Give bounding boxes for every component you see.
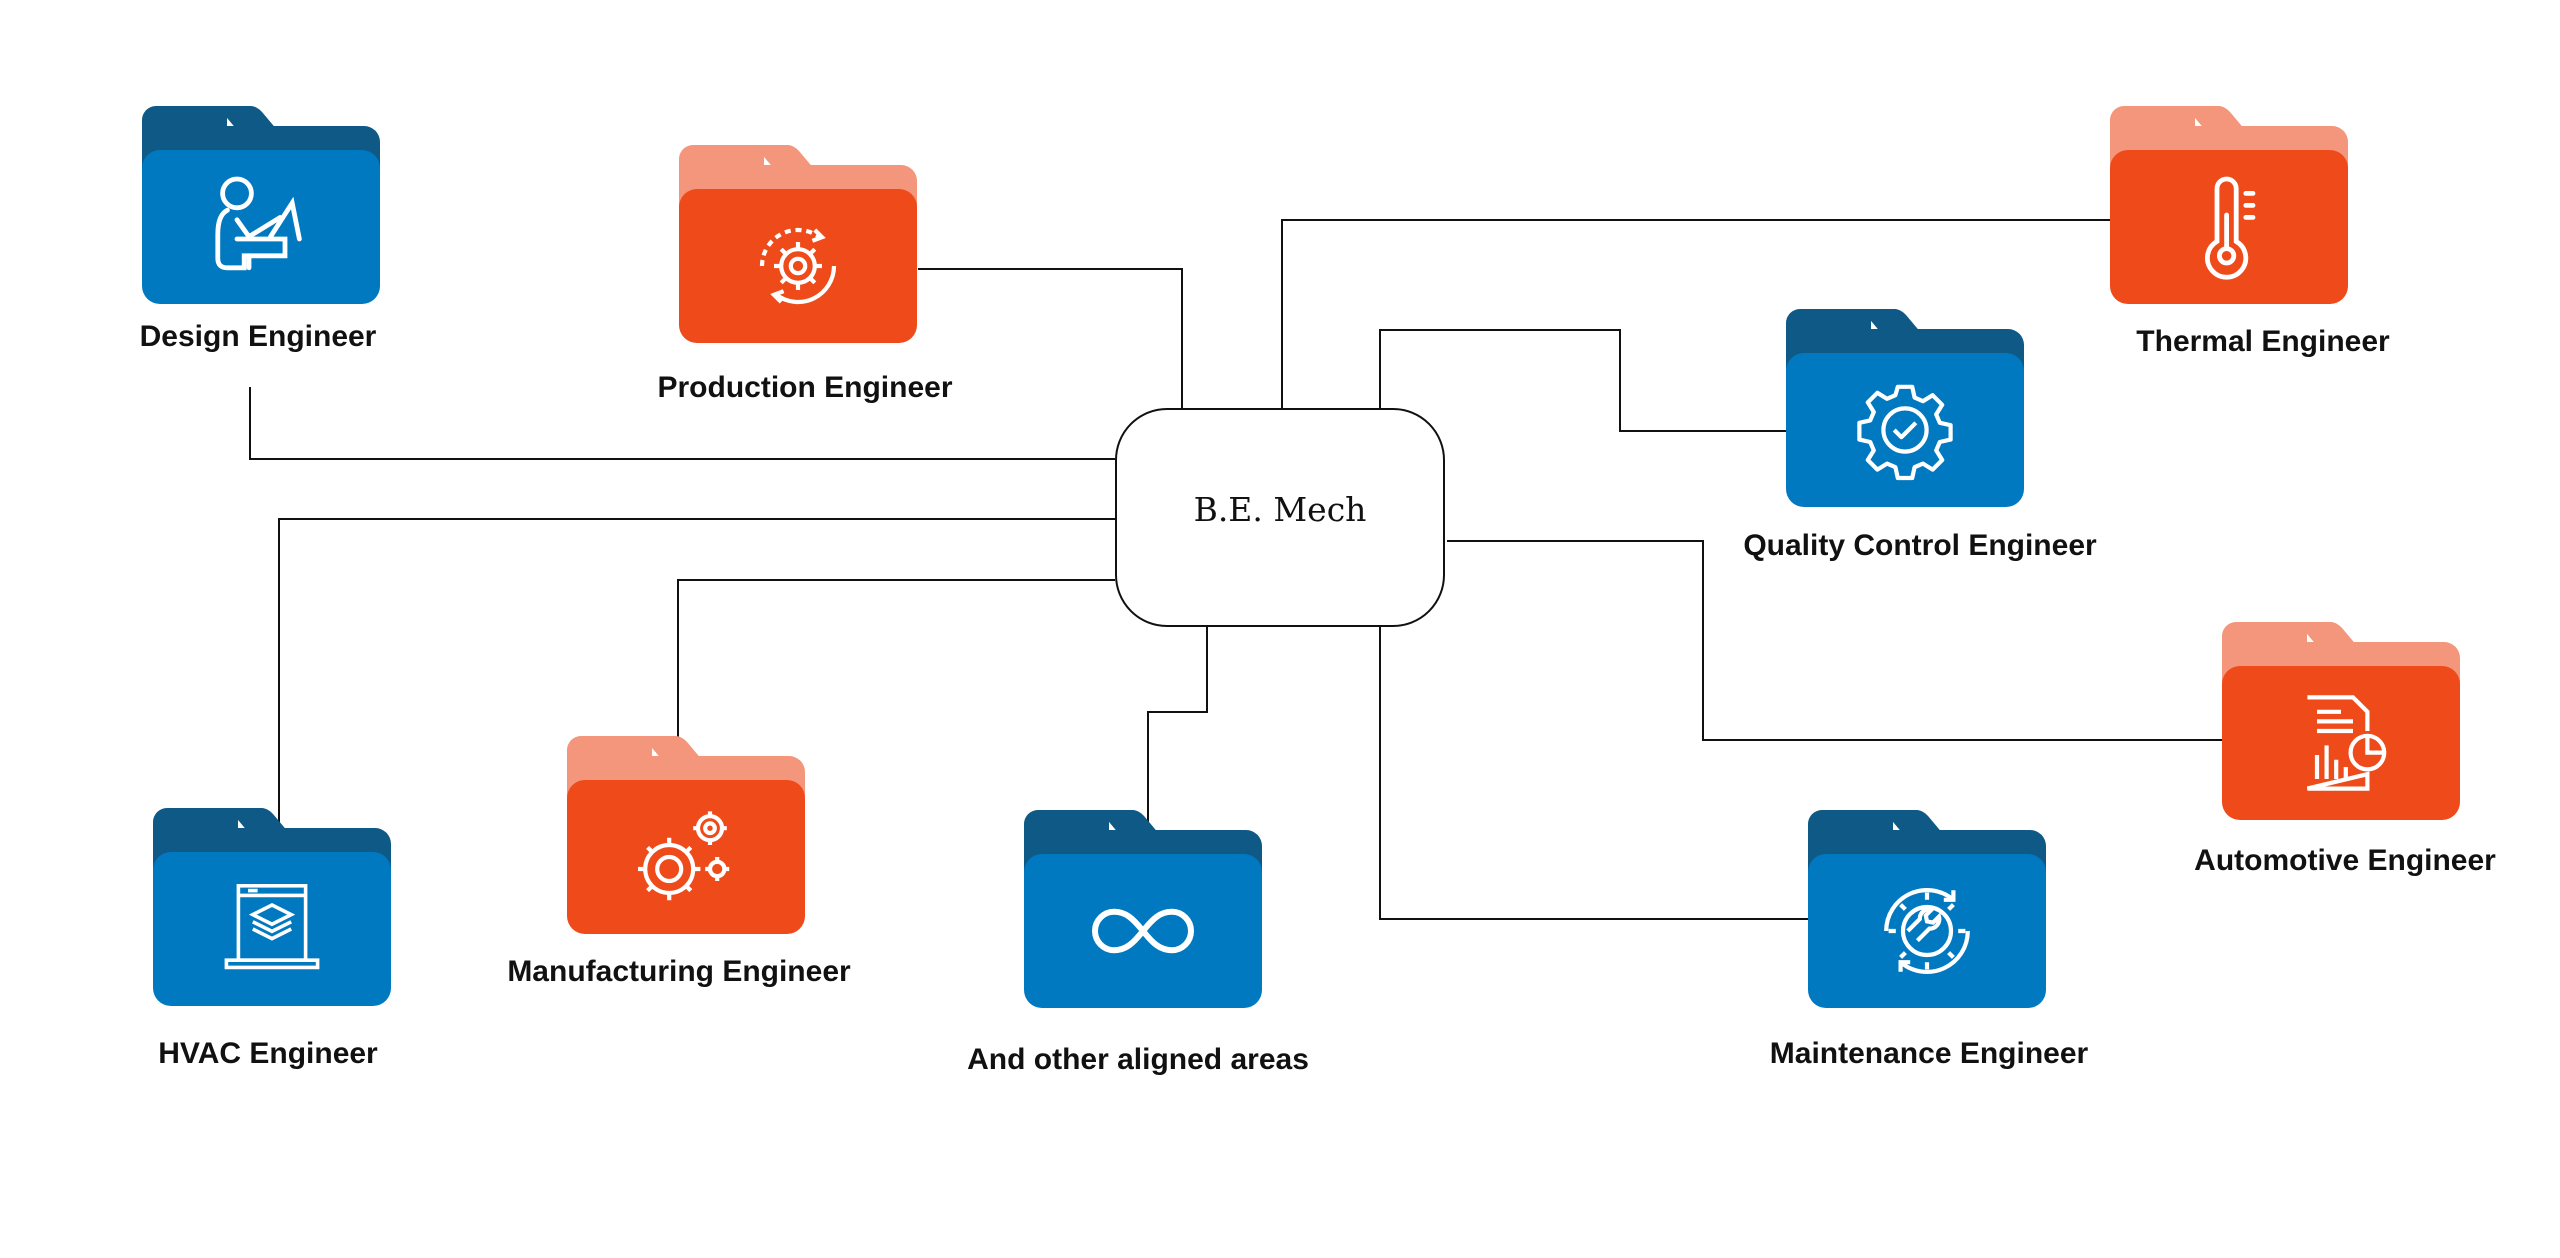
laptop-layers-icon xyxy=(224,884,320,970)
connector-production xyxy=(918,268,1183,408)
connector-hvac xyxy=(278,518,1115,849)
label-manufacturing: Manufacturing Engineer xyxy=(507,955,851,988)
report-chart-icon xyxy=(2306,695,2387,791)
designer-at-desk-icon xyxy=(215,176,302,271)
label-production: Production Engineer xyxy=(657,371,953,404)
center-label: B.E. Mech xyxy=(1193,490,1367,529)
node-thermal xyxy=(2110,106,2350,304)
node-maintenance xyxy=(1808,810,2048,1008)
folder-icon xyxy=(1808,810,2046,1008)
folder-icon xyxy=(1024,810,1262,1008)
connector-quality xyxy=(1379,329,1786,432)
node-manufacturing xyxy=(567,736,807,934)
label-maintenance: Maintenance Engineer xyxy=(1769,1037,2089,1070)
folder-icon xyxy=(1786,309,2024,507)
node-quality xyxy=(1786,309,2026,507)
connector-manufacturing xyxy=(677,579,1115,759)
label-hvac: HVAC Engineer xyxy=(158,1037,378,1070)
label-thermal: Thermal Engineer xyxy=(2136,325,2390,358)
gear-cycle-icon xyxy=(759,227,837,305)
label-other: And other aligned areas xyxy=(967,1043,1309,1076)
node-design xyxy=(142,106,382,304)
thermometer-icon xyxy=(2205,176,2256,280)
gear-check-icon xyxy=(1857,384,1953,481)
folder-icon xyxy=(2110,106,2348,304)
connector-design xyxy=(249,387,1115,460)
connector-other xyxy=(1147,627,1208,849)
connector-automotive xyxy=(1447,540,2222,741)
folder-icon xyxy=(567,736,805,934)
infinity-icon xyxy=(1092,908,1194,954)
folder-icon xyxy=(142,106,380,304)
node-automotive xyxy=(2222,622,2462,820)
label-quality: Quality Control Engineer xyxy=(1743,529,2097,562)
center-node: B.E. Mech xyxy=(1115,408,1445,627)
gears-icon xyxy=(638,811,730,901)
node-production xyxy=(679,145,919,343)
folder-icon xyxy=(679,145,917,343)
label-design: Design Engineer xyxy=(139,320,377,353)
node-hvac xyxy=(153,808,393,1006)
connector-thermal xyxy=(1281,219,2110,408)
gear-wrench-icon xyxy=(1884,888,1970,974)
folder-icon xyxy=(153,808,391,1006)
folder-icon xyxy=(2222,622,2460,820)
label-automotive: Automotive Engineer xyxy=(2194,844,2496,877)
node-other xyxy=(1024,810,1264,1008)
connector-maintenance xyxy=(1379,627,1808,920)
